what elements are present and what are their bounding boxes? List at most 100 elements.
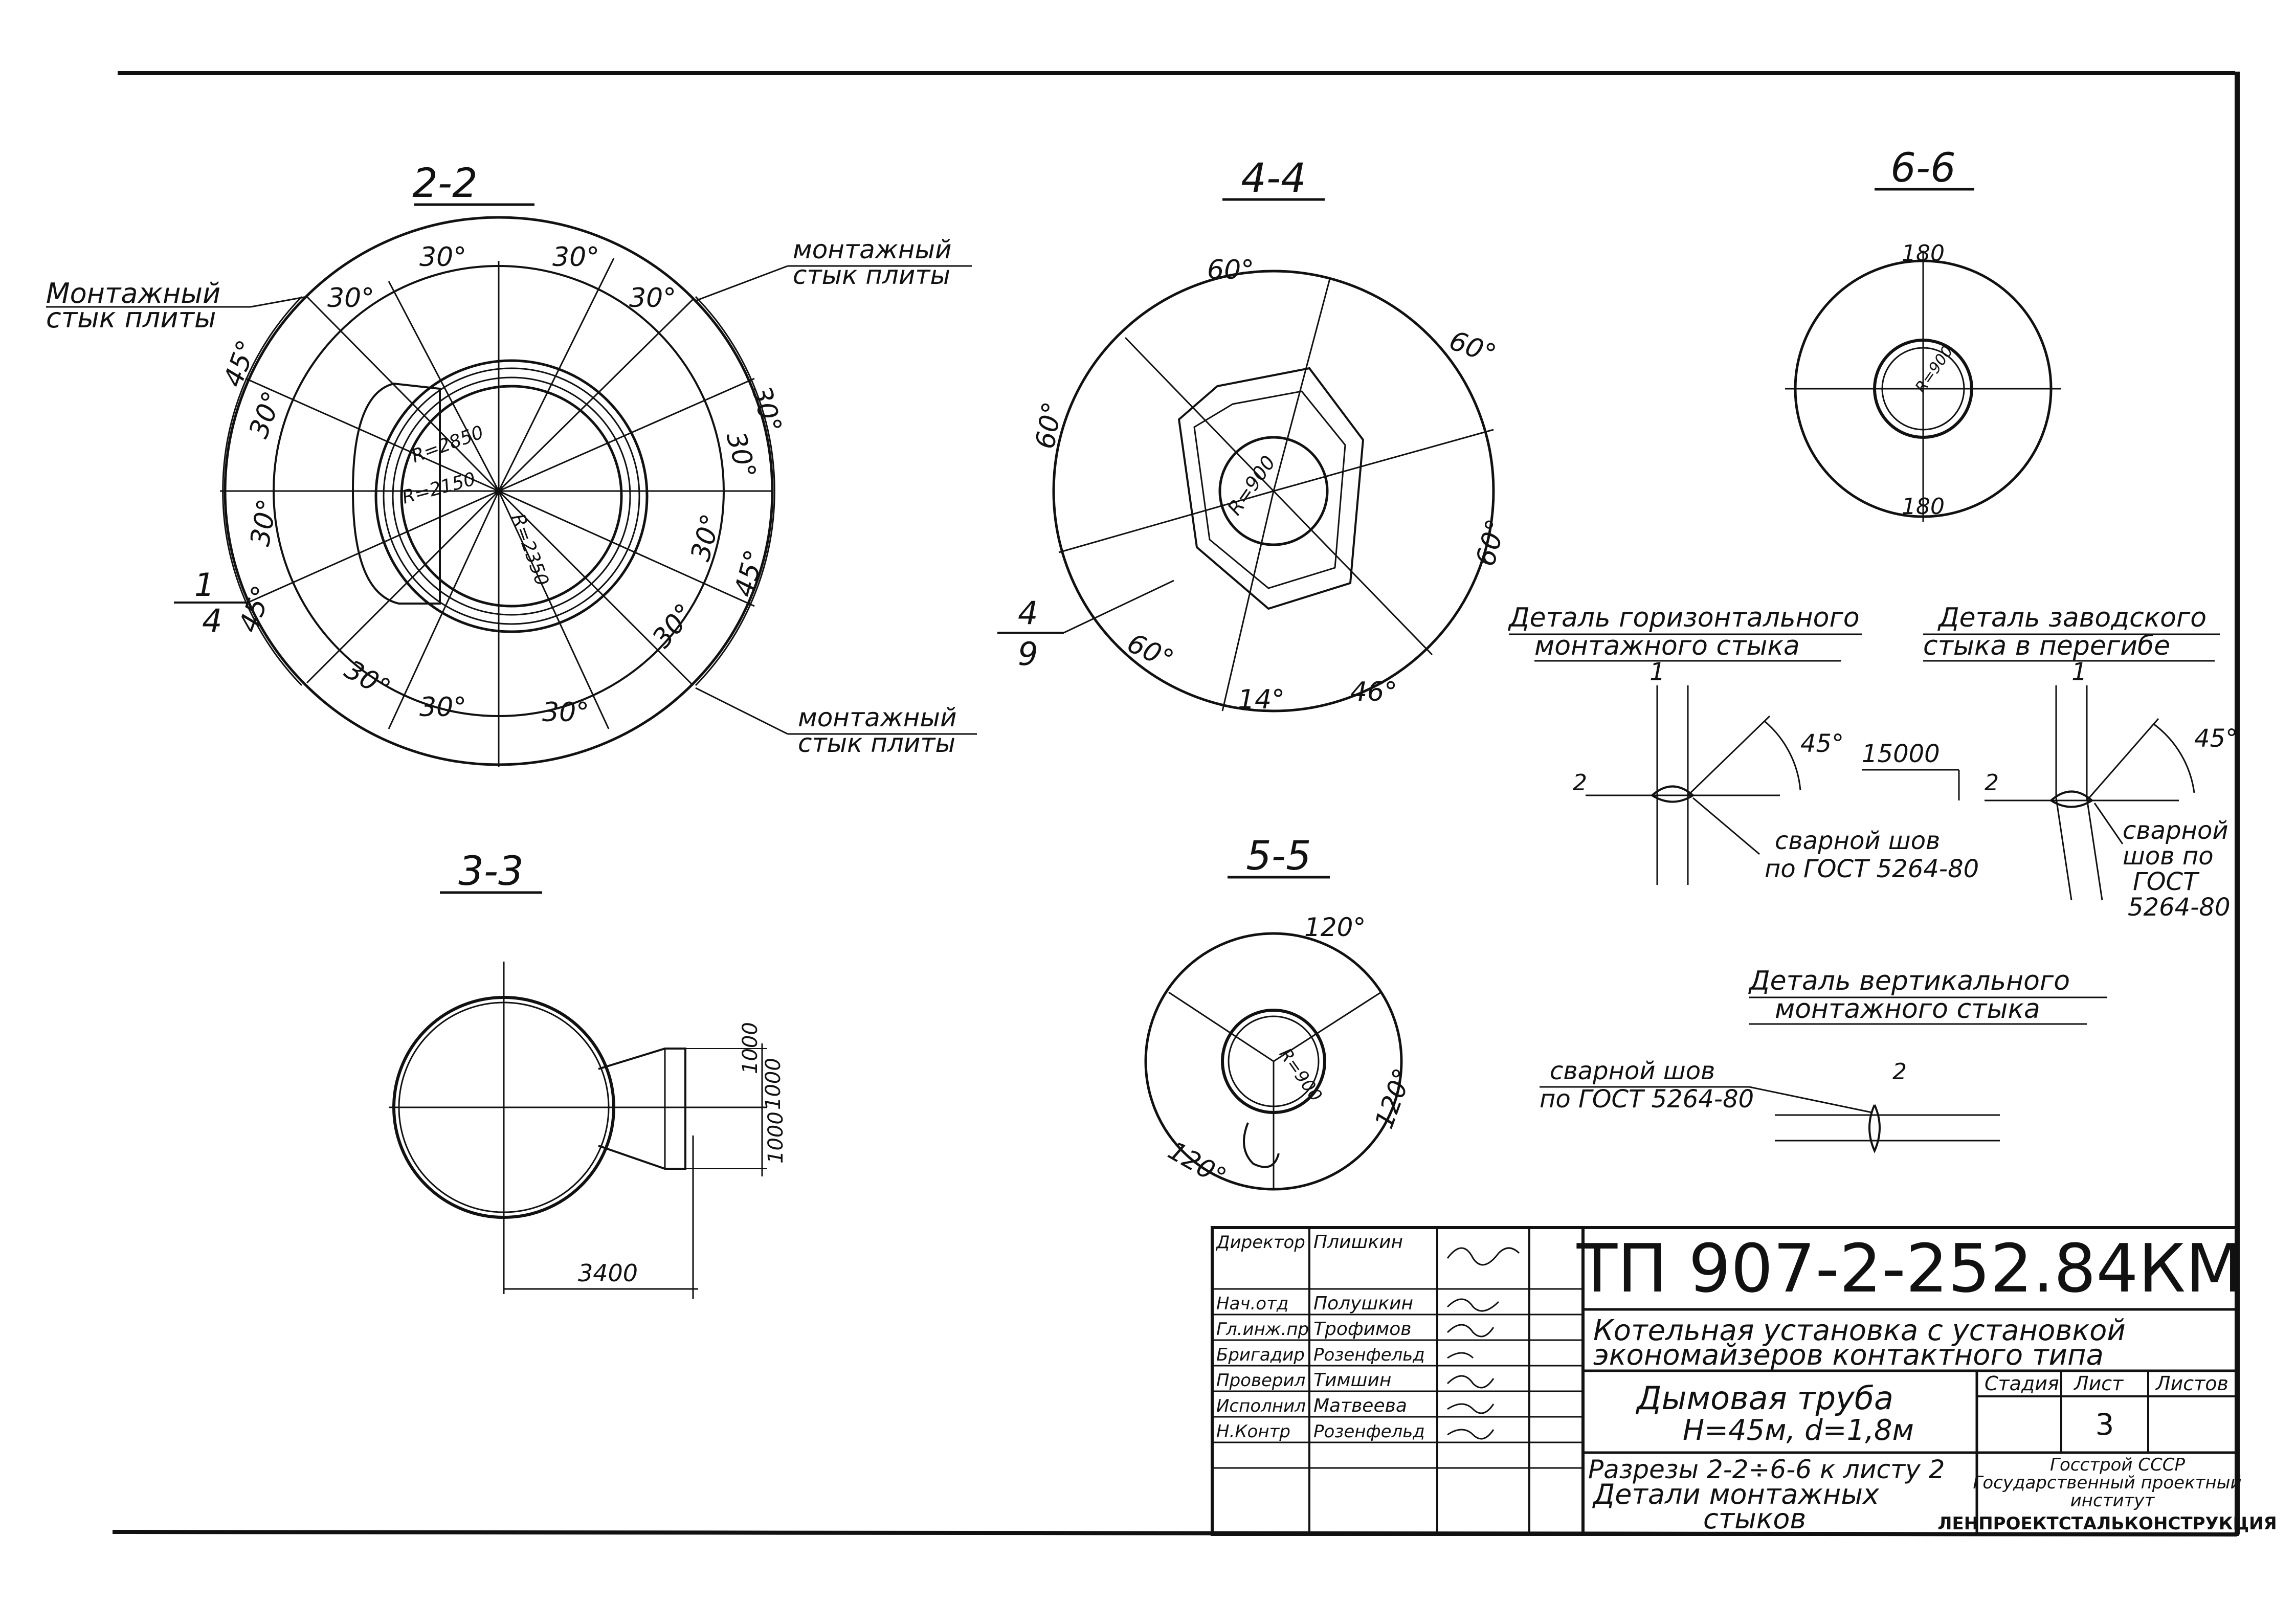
staff-name: Плишкин [1313,1232,1403,1253]
angle-label: 45° [729,547,771,600]
angle-label: 30° [419,692,466,723]
mark-label: 1 [1649,658,1665,686]
detail-vertical-joint: Деталь вертикального монтажного стыка 2 … [1540,966,2107,1153]
angle-label: 45° [233,582,278,636]
section-3-3: 3-3 1000 1000 1000 3400 [389,849,788,1299]
callout-label: монтажный [798,703,956,732]
callout-label: монтажный [793,235,951,264]
weld-label: сварной шов [1775,827,1940,855]
sheet-title: Детали монтажных [1592,1478,1880,1510]
angle-label: 45° [2194,724,2238,753]
angle-label: 30° [720,429,762,482]
angle-label: 30° [245,497,283,548]
organization: институт [2070,1490,2155,1511]
header-sheets: Листов [2155,1372,2228,1395]
detail-title: монтажного стыка [1534,631,1800,661]
weld-label: сварной шов [1550,1057,1715,1085]
staff-role: Директор [1215,1232,1305,1253]
radius-label: R=2150 [400,469,478,508]
document-code: ТП 907-2-252.84КМ [1576,1230,2243,1307]
section-title: 5-5 [1246,833,1311,879]
mark-label: 2 [1985,770,1999,796]
staff-name: Трофимов [1313,1319,1411,1340]
staff-role: Бригадир [1216,1345,1305,1365]
staff-name: Розенфельд [1313,1345,1425,1365]
angle-label: 120° [1369,1064,1418,1132]
angle-label: 30° [629,283,676,314]
angle-label: 120° [1304,912,1366,942]
section-title: 6-6 [1890,145,1955,191]
sheet-title: Разрезы 2-2÷6-6 к листу 2 [1588,1455,1945,1484]
detail-title: Деталь заводского [1937,603,2206,633]
staff-role: Н.Контр [1216,1421,1290,1442]
angle-label: 120° [1163,1136,1231,1192]
radius-label: R=2850 [409,422,486,467]
radius-label: R=2350 [507,511,553,589]
organization: Госстрой СССР [2050,1455,2185,1475]
angle-label: 30° [327,283,374,314]
callout-label: стык плиты [793,260,950,290]
staff-role: Проверил [1216,1370,1305,1391]
weld-label: сварной [2123,816,2228,845]
angle-label: 60° [1123,628,1178,675]
sheet-title: стыков [1703,1503,1806,1535]
staff-name: Тимшин [1313,1370,1391,1391]
mark-label: 2 [1892,1059,1907,1085]
weld-label: по ГОСТ 5264-80 [1540,1085,1754,1114]
staff-role: Гл.инж.пр [1216,1319,1309,1340]
callout-label: Монтажный [46,277,220,309]
project-title: экономайзеров контактного типа [1593,1339,2104,1372]
radius-label: R=900 [1223,452,1280,519]
project-title: Котельная установка с установкой [1593,1314,2126,1347]
section-2-2: 2-2 R=2850 R=2150 R=2350 30° [46,161,977,767]
section-title: 2-2 [412,161,477,207]
detail-title: Деталь горизонтального [1508,603,1860,633]
weld-label: по ГОСТ 5264-80 [1765,855,1979,883]
staff-name: Полушкин [1313,1293,1413,1314]
mark-label: 1 [2071,658,2087,686]
angle-label: 30° [685,511,727,565]
header-stage: Стадия [1985,1372,2059,1395]
weld-label: ГОСТ [2133,867,2200,896]
staff-name: Матвеева [1313,1395,1407,1416]
title-block: Директор Плишкин Нач.отд Полушкин Гл.инж… [1211,1226,2277,1536]
angle-label: 60° [1207,255,1254,285]
level-label: 15000 [1862,740,1940,768]
sheet-number: 3 [2096,1407,2114,1442]
angle-label: 30° [542,697,589,728]
ref-numerator: 4 [1018,594,1038,632]
weld-label: шов по [2123,842,2214,871]
detail-horizontal-joint: Деталь горизонтального монтажного стыка … [1508,603,1979,885]
weld-label: 5264-80 [2128,893,2231,922]
detail-title: стыка в перегибе [1923,631,2170,661]
angle-label: 46° [1350,677,1397,707]
dimension-label: 1000 [739,1022,762,1074]
section-title: 3-3 [458,849,523,895]
signature-scribbles [1446,1247,1520,1440]
angle-label: 60° [1470,516,1512,570]
angle-label: 30° [419,242,466,273]
dimension-label: 1000 [764,1111,788,1164]
angle-label: 14° [1238,684,1285,715]
staff-role: Исполнил [1216,1396,1306,1416]
mark-label: 2 [1573,770,1587,796]
ref-denominator: 4 [202,602,222,639]
object-title: Дымовая труба [1635,1379,1893,1417]
detail-title: Деталь вертикального [1748,966,2070,996]
angle-label: 30° [552,242,599,273]
angle-label: 30° [340,654,396,704]
detail-title: монтажного стыка [1775,994,2040,1025]
header-sheet: Лист [2073,1372,2124,1395]
angle-label: 30° [745,383,787,436]
section-5-5: 5-5 R=900 120° 120° 120° [1144,833,1418,1192]
dimension-label: 180 [1902,240,1945,266]
organization: Государственный проектный [1973,1473,2241,1493]
staff-role: Нач.отд [1216,1294,1288,1314]
angle-label: 45° [1800,729,1844,758]
ref-denominator: 9 [1018,635,1038,673]
dimension-label: 180 [1902,494,1945,520]
callout-label: стык плиты [798,728,955,758]
section-title: 4-4 [1241,155,1306,202]
ref-numerator: 1 [194,566,214,604]
